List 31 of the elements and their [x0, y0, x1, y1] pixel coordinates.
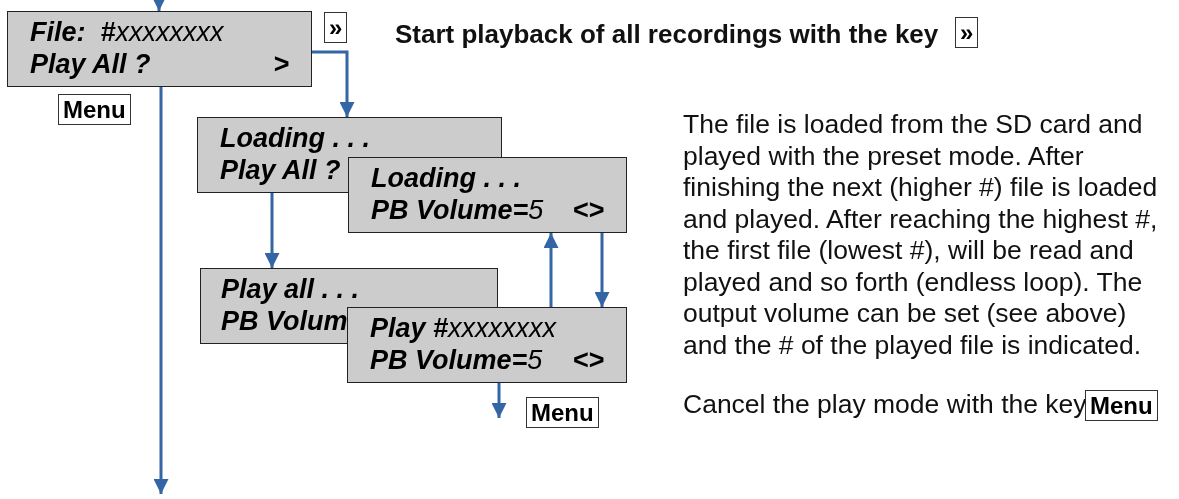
display-text: <> — [572, 345, 604, 375]
arrow — [312, 50, 355, 117]
display-text: <> — [572, 195, 604, 225]
status-toast — [348, 157, 627, 233]
instruction-text: Start playback of all recordings with the key — [395, 19, 939, 50]
key-label: » — [324, 12, 348, 43]
arrow — [153, 87, 169, 494]
display-text: Play All ? — [30, 49, 151, 79]
key-label: Menu — [1085, 390, 1158, 421]
key-label: » — [955, 17, 979, 48]
arrow — [264, 193, 280, 268]
display-text: Loading . . . — [371, 163, 521, 193]
display-text: > — [273, 49, 289, 79]
display-text: PB Volum — [221, 306, 348, 336]
display-text: Play #xxxxxxxx — [370, 313, 557, 343]
arrow — [151, 0, 167, 11]
display-text: PB Volume=5 — [370, 345, 543, 375]
arrow — [491, 383, 507, 418]
arrow — [543, 233, 559, 307]
display-screen — [7, 11, 312, 87]
display-text: Play all . . . — [221, 274, 360, 304]
display-text: PB Volume=5 — [371, 195, 544, 225]
display-text: File: #xxxxxxxx — [30, 17, 224, 47]
display-text: Loading . . . — [220, 123, 370, 153]
status-toast — [347, 307, 627, 383]
key-label: Menu — [58, 94, 131, 125]
display-text: Play All ? — [220, 155, 341, 185]
description-paragraph: The file is loaded from the SD card and played with the preset mode. After finishing the next (higher #) file is loaded and played. After reaching the highest #, the first file (lowest #), will be read and played and so forth (endless loop). The output volume can be set (see above) and the # of the played file is indicated. — [683, 109, 1159, 361]
instruction-text: Cancel the play mode with the key — [683, 389, 1087, 420]
key-label: Menu — [526, 397, 599, 428]
arrow — [594, 233, 610, 307]
